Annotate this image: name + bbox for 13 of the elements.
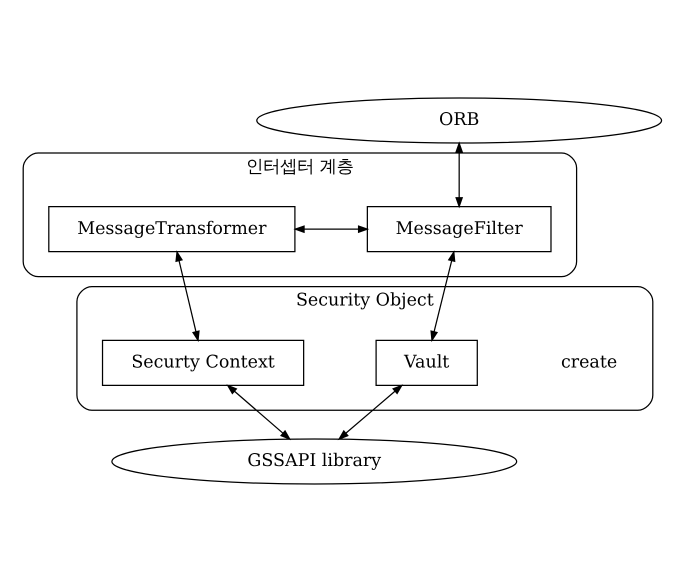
- arrow: [293, 225, 370, 234]
- node-ellipse: ORB: [256, 97, 662, 144]
- label: create: [560, 352, 618, 372]
- arrow: [338, 384, 404, 440]
- arrow: [226, 384, 292, 440]
- arrow: [430, 250, 456, 342]
- node-box: Vault: [375, 340, 478, 386]
- arrow: [455, 141, 464, 208]
- node-box: MessageFilter: [366, 206, 552, 252]
- node-ellipse: GSSAPI library: [111, 438, 518, 485]
- node-box: Securty Context: [102, 340, 304, 386]
- arrow: [175, 250, 200, 342]
- node-box: MessageTransformer: [48, 206, 296, 252]
